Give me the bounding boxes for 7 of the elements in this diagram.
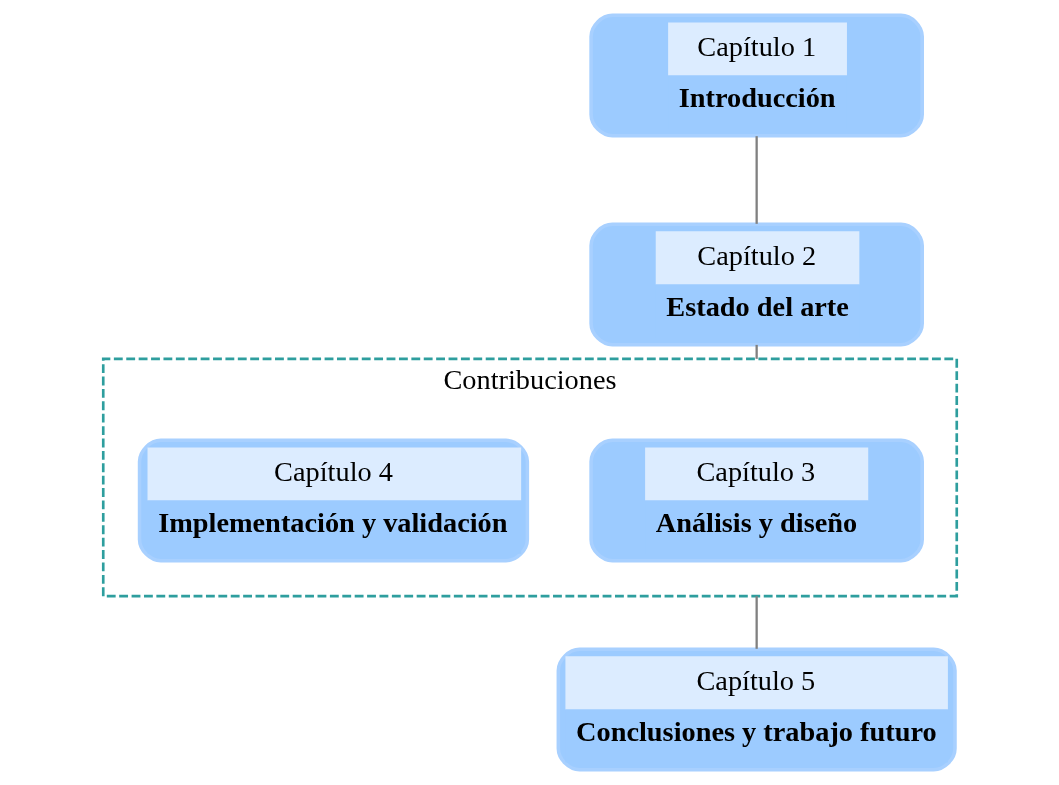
node-box: Capítulo 2 Estado del arte xyxy=(588,222,924,347)
node-box: Capítulo 5 Conclusiones y trabajo futuro xyxy=(556,647,957,772)
connector xyxy=(755,136,758,224)
node-box: Capítulo 1 Introducción xyxy=(588,13,924,138)
node-box: Capítulo 3 Análisis y diseño xyxy=(588,438,924,563)
connector xyxy=(755,596,758,649)
node-box: Capítulo 4 Implementación y validación xyxy=(137,438,529,563)
